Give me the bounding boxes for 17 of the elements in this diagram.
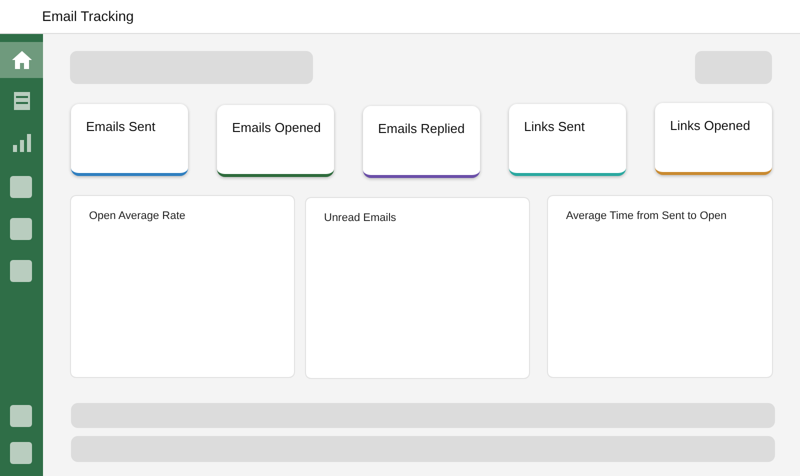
stat-card [217,105,334,177]
stat-card [509,104,626,176]
chart-panel [305,197,530,379]
card-title: Links Sent [524,119,585,134]
card-title: Emails Sent [86,119,156,134]
chart-panel [70,195,295,378]
panel-title: Unread Emails [324,212,396,224]
card-title: Emails Opened [232,120,321,135]
card-title: Emails Replied [378,121,465,136]
panel-title: Average Time from Sent to Open [566,210,727,222]
panel-title: Open Average Rate [89,210,186,222]
chart-panel [547,195,773,378]
card-title: Links Opened [670,118,750,133]
app-title: Email Tracking [42,8,134,24]
stat-card [363,106,480,178]
stat-card [655,103,772,175]
stat-card [71,104,188,176]
